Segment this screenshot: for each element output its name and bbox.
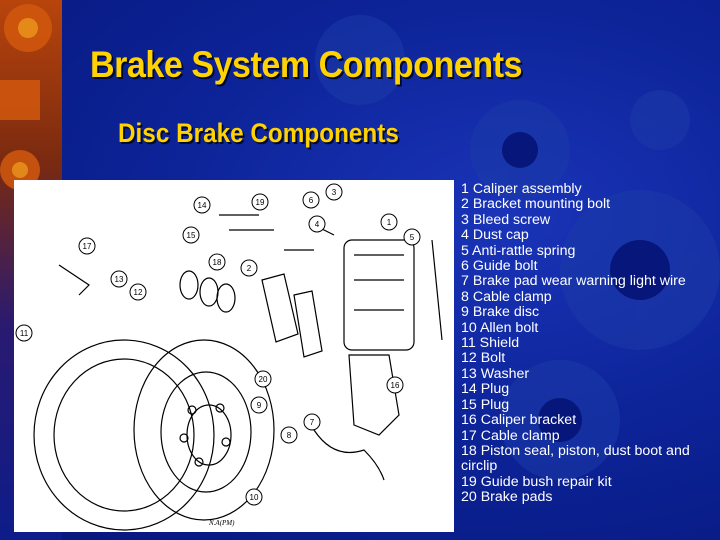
callout-13: 13 [115,275,124,284]
legend-item: 13 Washer [461,365,530,382]
brake-diagram: 1 2 3 4 5 6 7 8 9 10 11 12 13 14 15 16 1… [14,180,454,532]
callout-17: 17 [83,242,92,251]
callout-4: 4 [315,220,320,229]
callout-14: 14 [198,201,207,210]
legend-item: 9 Brake disc [461,304,540,321]
callout-18: 18 [213,258,222,267]
callout-1: 1 [387,218,392,227]
legend-item: 6 Guide bolt [461,258,538,275]
legend-item: 7 Brake pad wear warning light wire [461,273,686,290]
legend-item: 16 Caliper bracket [461,412,577,429]
callout-16: 16 [391,381,400,390]
callout-8: 8 [287,431,292,440]
callout-6: 6 [309,196,314,205]
legend-item: 14 Plug [461,381,510,398]
slide-title: Brake System Components [90,44,523,85]
callout-2: 2 [247,264,252,273]
legend-item: 3 Bleed screw [461,211,551,228]
legend-item: 4 Dust cap [461,227,529,244]
legend-item: 18 Piston seal, piston, dust boot and ci… [461,442,690,475]
callout-19: 19 [256,198,265,207]
callout-5: 5 [410,233,415,242]
legend-item: 19 Guide bush repair kit [461,473,612,490]
legend-item: 2 Bracket mounting bolt [461,196,611,213]
legend-item: 12 Bolt [461,350,506,367]
legend-item: 20 Brake pads [461,489,553,506]
callout-12: 12 [134,288,143,297]
legend-item: 17 Cable clamp [461,427,560,444]
callout-7: 7 [310,418,315,427]
legend-item: 10 Allen bolt [461,319,539,336]
callout-11: 11 [20,329,29,338]
callout-3: 3 [332,188,337,197]
callout-10: 10 [250,493,259,502]
slide-subtitle: Disc Brake Components [118,118,399,148]
callout-9: 9 [257,401,262,410]
legend-item: 11 Shield [461,335,520,352]
legend-item: 5 Anti-rattle spring [461,242,576,259]
brake-diagram-drawing: 1 2 3 4 5 6 7 8 9 10 11 12 13 14 15 16 1… [15,183,443,531]
diagram-signature: N.A(PM) [208,519,235,527]
callout-20: 20 [259,375,268,384]
legend-item: 15 Plug [461,396,510,413]
component-legend: 1 Caliper assembly 2 Bracket mounting bo… [461,181,719,506]
callout-15: 15 [187,231,196,240]
legend-item: 8 Cable clamp [461,288,552,305]
legend-item: 1 Caliper assembly [461,181,582,197]
